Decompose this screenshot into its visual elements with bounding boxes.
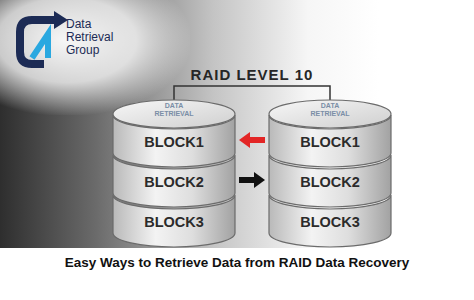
block-label: BLOCK1 — [112, 133, 236, 151]
logo-arrowhead — [54, 11, 68, 29]
disk-stack: DATA RETRIEVAL BLOCK1BLOCK2BLOCK3 — [112, 98, 236, 250]
band-shape — [113, 155, 235, 207]
block-band: BLOCK2 — [112, 154, 236, 208]
diagram-title: Easy Ways to Retrieve Data from RAID Dat… — [0, 254, 474, 272]
bracket-line — [174, 86, 330, 100]
block-label: BLOCK3 — [112, 213, 236, 231]
edge-label: RAID LEVEL 10 — [191, 66, 314, 83]
band-shape — [269, 155, 391, 207]
disk-top-face — [113, 100, 235, 128]
band-shape — [269, 115, 391, 167]
logo-icon — [10, 8, 70, 68]
band-shape — [113, 115, 235, 167]
fat-arrow — [239, 172, 265, 188]
block-band: BLOCK1 — [268, 114, 392, 168]
block-band: BLOCK2 — [268, 154, 392, 208]
block-band: BLOCK3 — [112, 194, 236, 248]
fat-arrow — [239, 132, 265, 148]
connector — [239, 172, 265, 188]
connector — [239, 132, 265, 148]
logo-stroke — [32, 34, 48, 58]
disk-stack: DATA RETRIEVAL BLOCK1BLOCK2BLOCK3 — [268, 98, 392, 250]
block-label: BLOCK2 — [112, 173, 236, 191]
band-shape — [113, 195, 235, 247]
block-label: BLOCK3 — [268, 213, 392, 231]
connector — [174, 86, 330, 100]
block-label: BLOCK1 — [268, 133, 392, 151]
block-band: BLOCK3 — [268, 194, 392, 248]
block-label: BLOCK2 — [268, 173, 392, 191]
watermark-text: DATA RETRIEVAL — [150, 102, 198, 118]
logo-text: Data Retrieval Group — [66, 18, 126, 57]
block-band: BLOCK1 — [112, 114, 236, 168]
disk-top-face — [269, 100, 391, 128]
logo-arc — [20, 20, 56, 64]
watermark-text: DATA RETRIEVAL — [306, 102, 354, 118]
band-shape — [269, 195, 391, 247]
